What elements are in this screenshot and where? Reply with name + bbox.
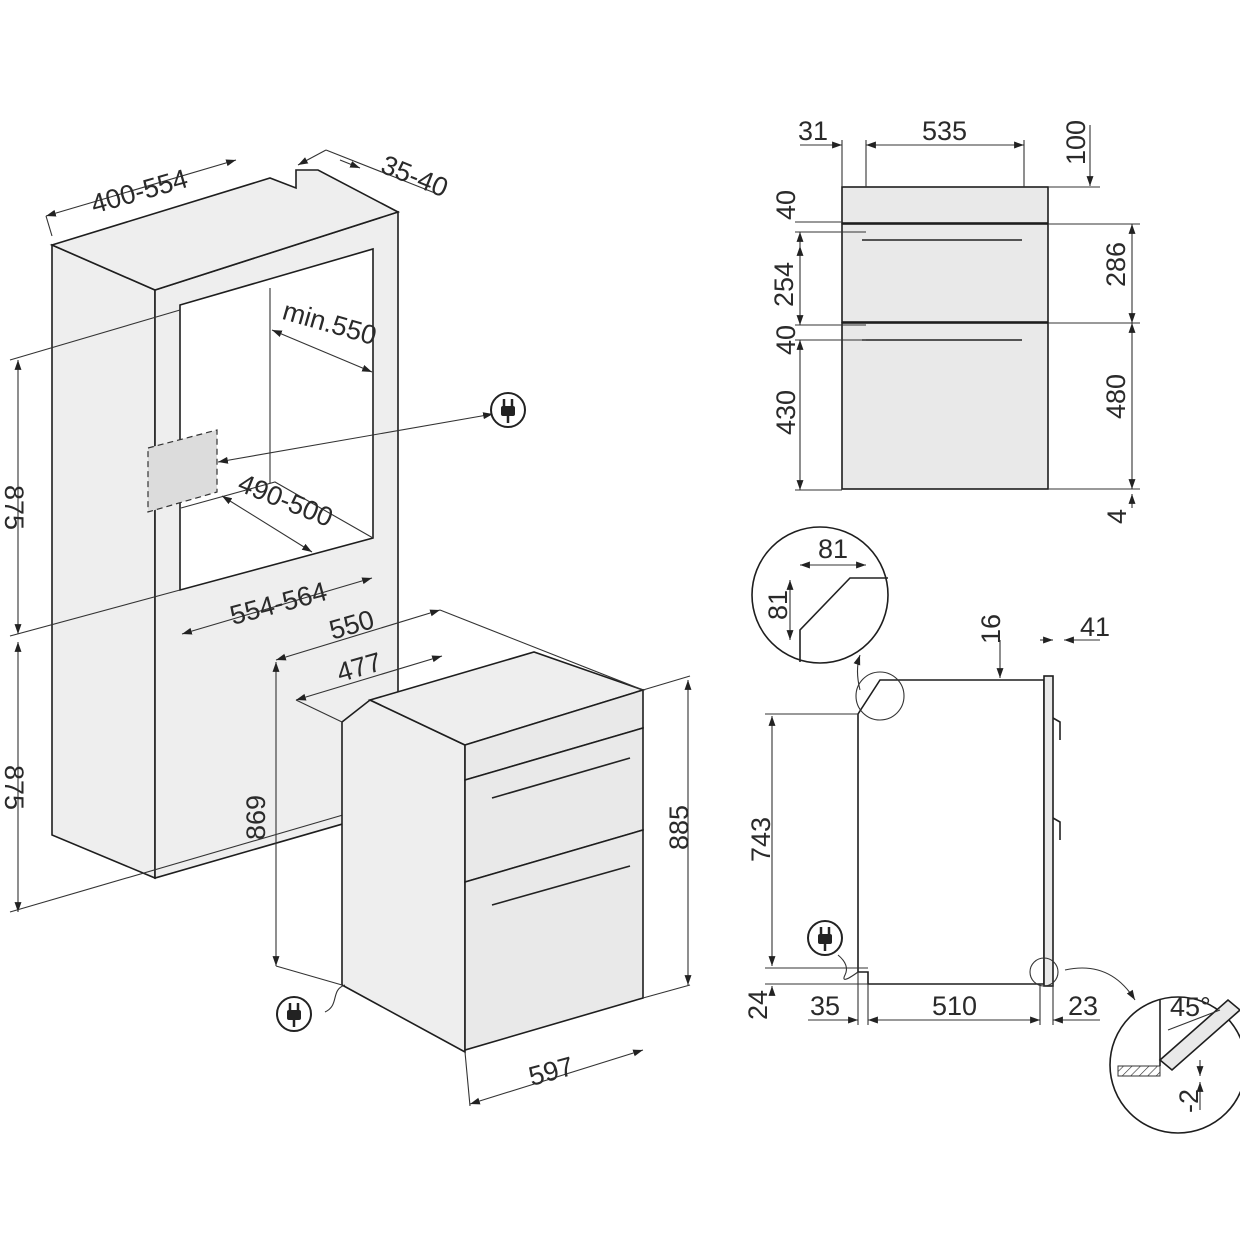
dim-side-height: 743 [746,817,776,862]
dim-detail-v: 81 [763,590,793,620]
dim-upper-door: 286 [1101,242,1131,287]
cabinet-top [49,169,401,291]
plug-icon [276,996,312,1032]
front-upper-door [841,223,1049,323]
dim-rear: 35 [810,991,840,1021]
dim-upper-cavity: 254 [769,262,799,307]
dim-mid-panel: 40 [771,325,801,355]
plug-icon [490,392,526,428]
dim-width: 597 [525,1051,576,1092]
dim-side-depth: 510 [932,991,977,1021]
dim-base: 24 [743,990,773,1020]
side-body [857,679,1045,985]
dim-top-depth: 35-40 [377,149,452,203]
dim-lower-cavity: 430 [771,390,801,435]
socket-zone [147,429,218,513]
dim-detail-h: 81 [818,534,848,564]
dim-height-lower: 875 [0,765,29,810]
front-view-drawing: 31 535 100 40 254 40 430 286 480 4 [769,116,1140,524]
dim-height-body: 869 [241,795,271,840]
side-view-drawing: 81 81 16 41 743 24 35 510 23 [743,526,1240,1134]
dim-top-step: 16 [976,614,1006,644]
cabinet-side-panel [51,243,156,880]
front-top-panel [841,186,1049,224]
detail-circle-top [751,526,889,664]
dim-front: 23 [1068,991,1098,1021]
dim-top-gap: 100 [1061,120,1091,165]
side-door-profile [1043,675,1054,987]
appliance-drawing: 550 477 869 885 597 [241,604,694,1107]
dim-inner-width: 535 [922,116,967,146]
dim-bottom-gap: 4 [1102,509,1132,524]
appliance-side [341,699,466,1054]
dim-offset: -2 [1174,1089,1204,1113]
dim-lower-door: 480 [1101,374,1131,419]
plug-icon [807,920,843,956]
dim-angle: 45° [1170,992,1211,1022]
cabinet-niche [179,247,374,592]
dim-height-upper: 875 [0,485,29,530]
dim-panel-height: 40 [771,190,801,220]
dim-left-offset: 31 [798,116,828,146]
dim-height-total: 885 [664,805,694,850]
front-lower-door [841,322,1049,490]
dim-door-depth: 41 [1080,612,1110,642]
